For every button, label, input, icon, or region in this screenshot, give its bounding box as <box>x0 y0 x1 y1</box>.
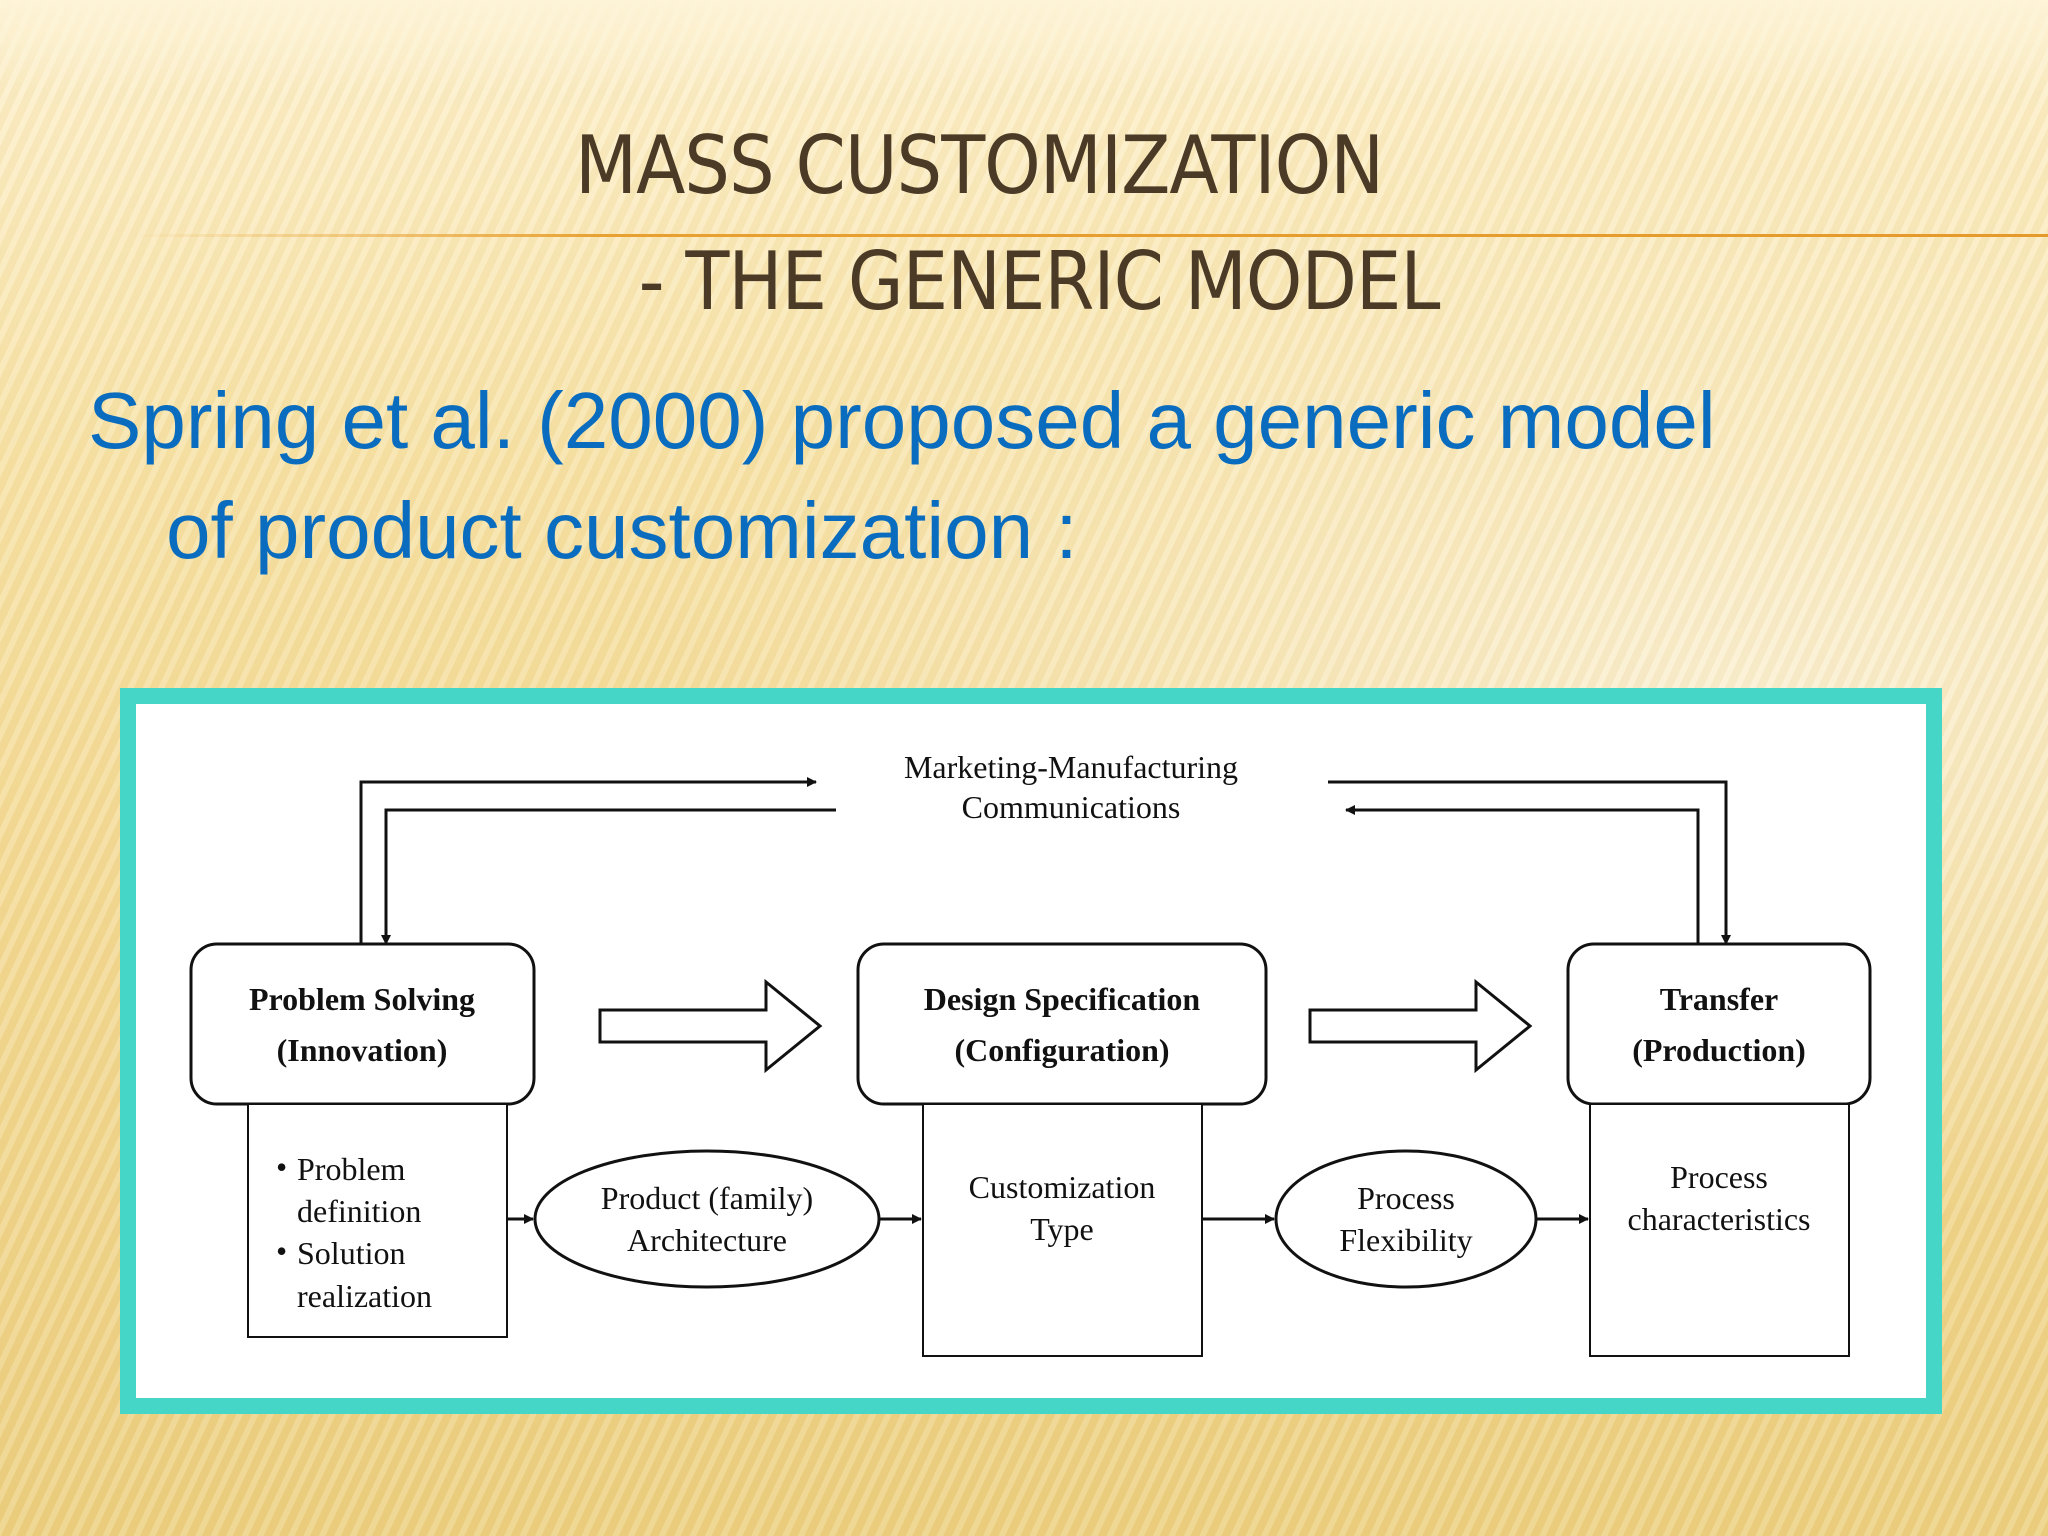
feedback-arrow-out-right <box>1345 805 1700 944</box>
customization-line-1: Customization <box>969 1169 1156 1205</box>
slide-title: MASS CUSTOMIZATION - THE GENERIC MODEL <box>0 108 2048 340</box>
body-text: Spring et al. (2000) proposed a generic … <box>88 366 1988 586</box>
title-line-1: MASS CUSTOMIZATION <box>574 119 1384 212</box>
body-line-2: of product customization : <box>166 486 1078 575</box>
detail-box-problem-solving <box>247 1103 508 1338</box>
bullet-2-line-2: realization <box>297 1278 432 1314</box>
bullet-2-glyph: • <box>276 1233 287 1269</box>
ellipse-2-line-1: Process <box>1357 1180 1455 1216</box>
stage-2-line-1: Design Specification <box>924 981 1201 1017</box>
bullet-1-line-1: Problem <box>297 1151 406 1187</box>
bullet-2-line-1: Solution <box>297 1235 405 1271</box>
block-arrow-1 <box>598 978 823 1074</box>
figure-canvas: Marketing-Manufacturing Communications P… <box>136 704 1926 1398</box>
block-arrow-2 <box>1308 978 1533 1074</box>
feedback-label-line-2: Communications <box>962 789 1181 825</box>
process-char-line-2: characteristics <box>1628 1201 1811 1237</box>
ellipse-process-flexibility <box>1274 1149 1538 1289</box>
stage-box-transfer <box>1566 942 1872 1106</box>
bullet-1-line-2: definition <box>297 1193 421 1229</box>
ellipse-2-line-2: Flexibility <box>1339 1222 1472 1258</box>
generic-model-diagram: Marketing-Manufacturing Communications P… <box>189 749 1872 1357</box>
feedback-arrow-out-left <box>359 777 817 944</box>
feedback-label-line-1: Marketing-Manufacturing <box>904 749 1238 785</box>
feedback-arrow-in-right <box>1328 780 1731 945</box>
title-line-2: - THE GENERIC MODEL <box>638 235 1441 328</box>
detail-box-customization-type <box>922 1103 1203 1357</box>
ellipse-1-line-2: Architecture <box>627 1222 787 1258</box>
customization-line-2: Type <box>1030 1211 1094 1247</box>
detail-box-process-characteristics <box>1589 1103 1850 1357</box>
stage-box-design-specification <box>856 942 1268 1106</box>
stage-2-line-2: (Configuration) <box>954 1032 1169 1068</box>
feedback-arrow-in-left <box>381 808 836 945</box>
ellipse-1-line-1: Product (family) <box>601 1180 813 1216</box>
ellipse-product-architecture <box>533 1149 881 1289</box>
stage-3-line-2: (Production) <box>1632 1032 1806 1068</box>
top-band <box>0 0 2048 90</box>
bullet-1-glyph: • <box>276 1149 287 1185</box>
stage-1-line-2: (Innovation) <box>277 1032 448 1068</box>
process-char-line-1: Process <box>1670 1159 1768 1195</box>
figure-frame: Marketing-Manufacturing Communications P… <box>120 688 1942 1414</box>
title-rule <box>130 234 2048 237</box>
stage-box-problem-solving <box>189 942 536 1106</box>
body-line-1: Spring et al. (2000) proposed a generic … <box>88 376 1716 465</box>
stage-1-line-1: Problem Solving <box>249 981 475 1017</box>
stage-3-line-1: Transfer <box>1660 981 1778 1017</box>
